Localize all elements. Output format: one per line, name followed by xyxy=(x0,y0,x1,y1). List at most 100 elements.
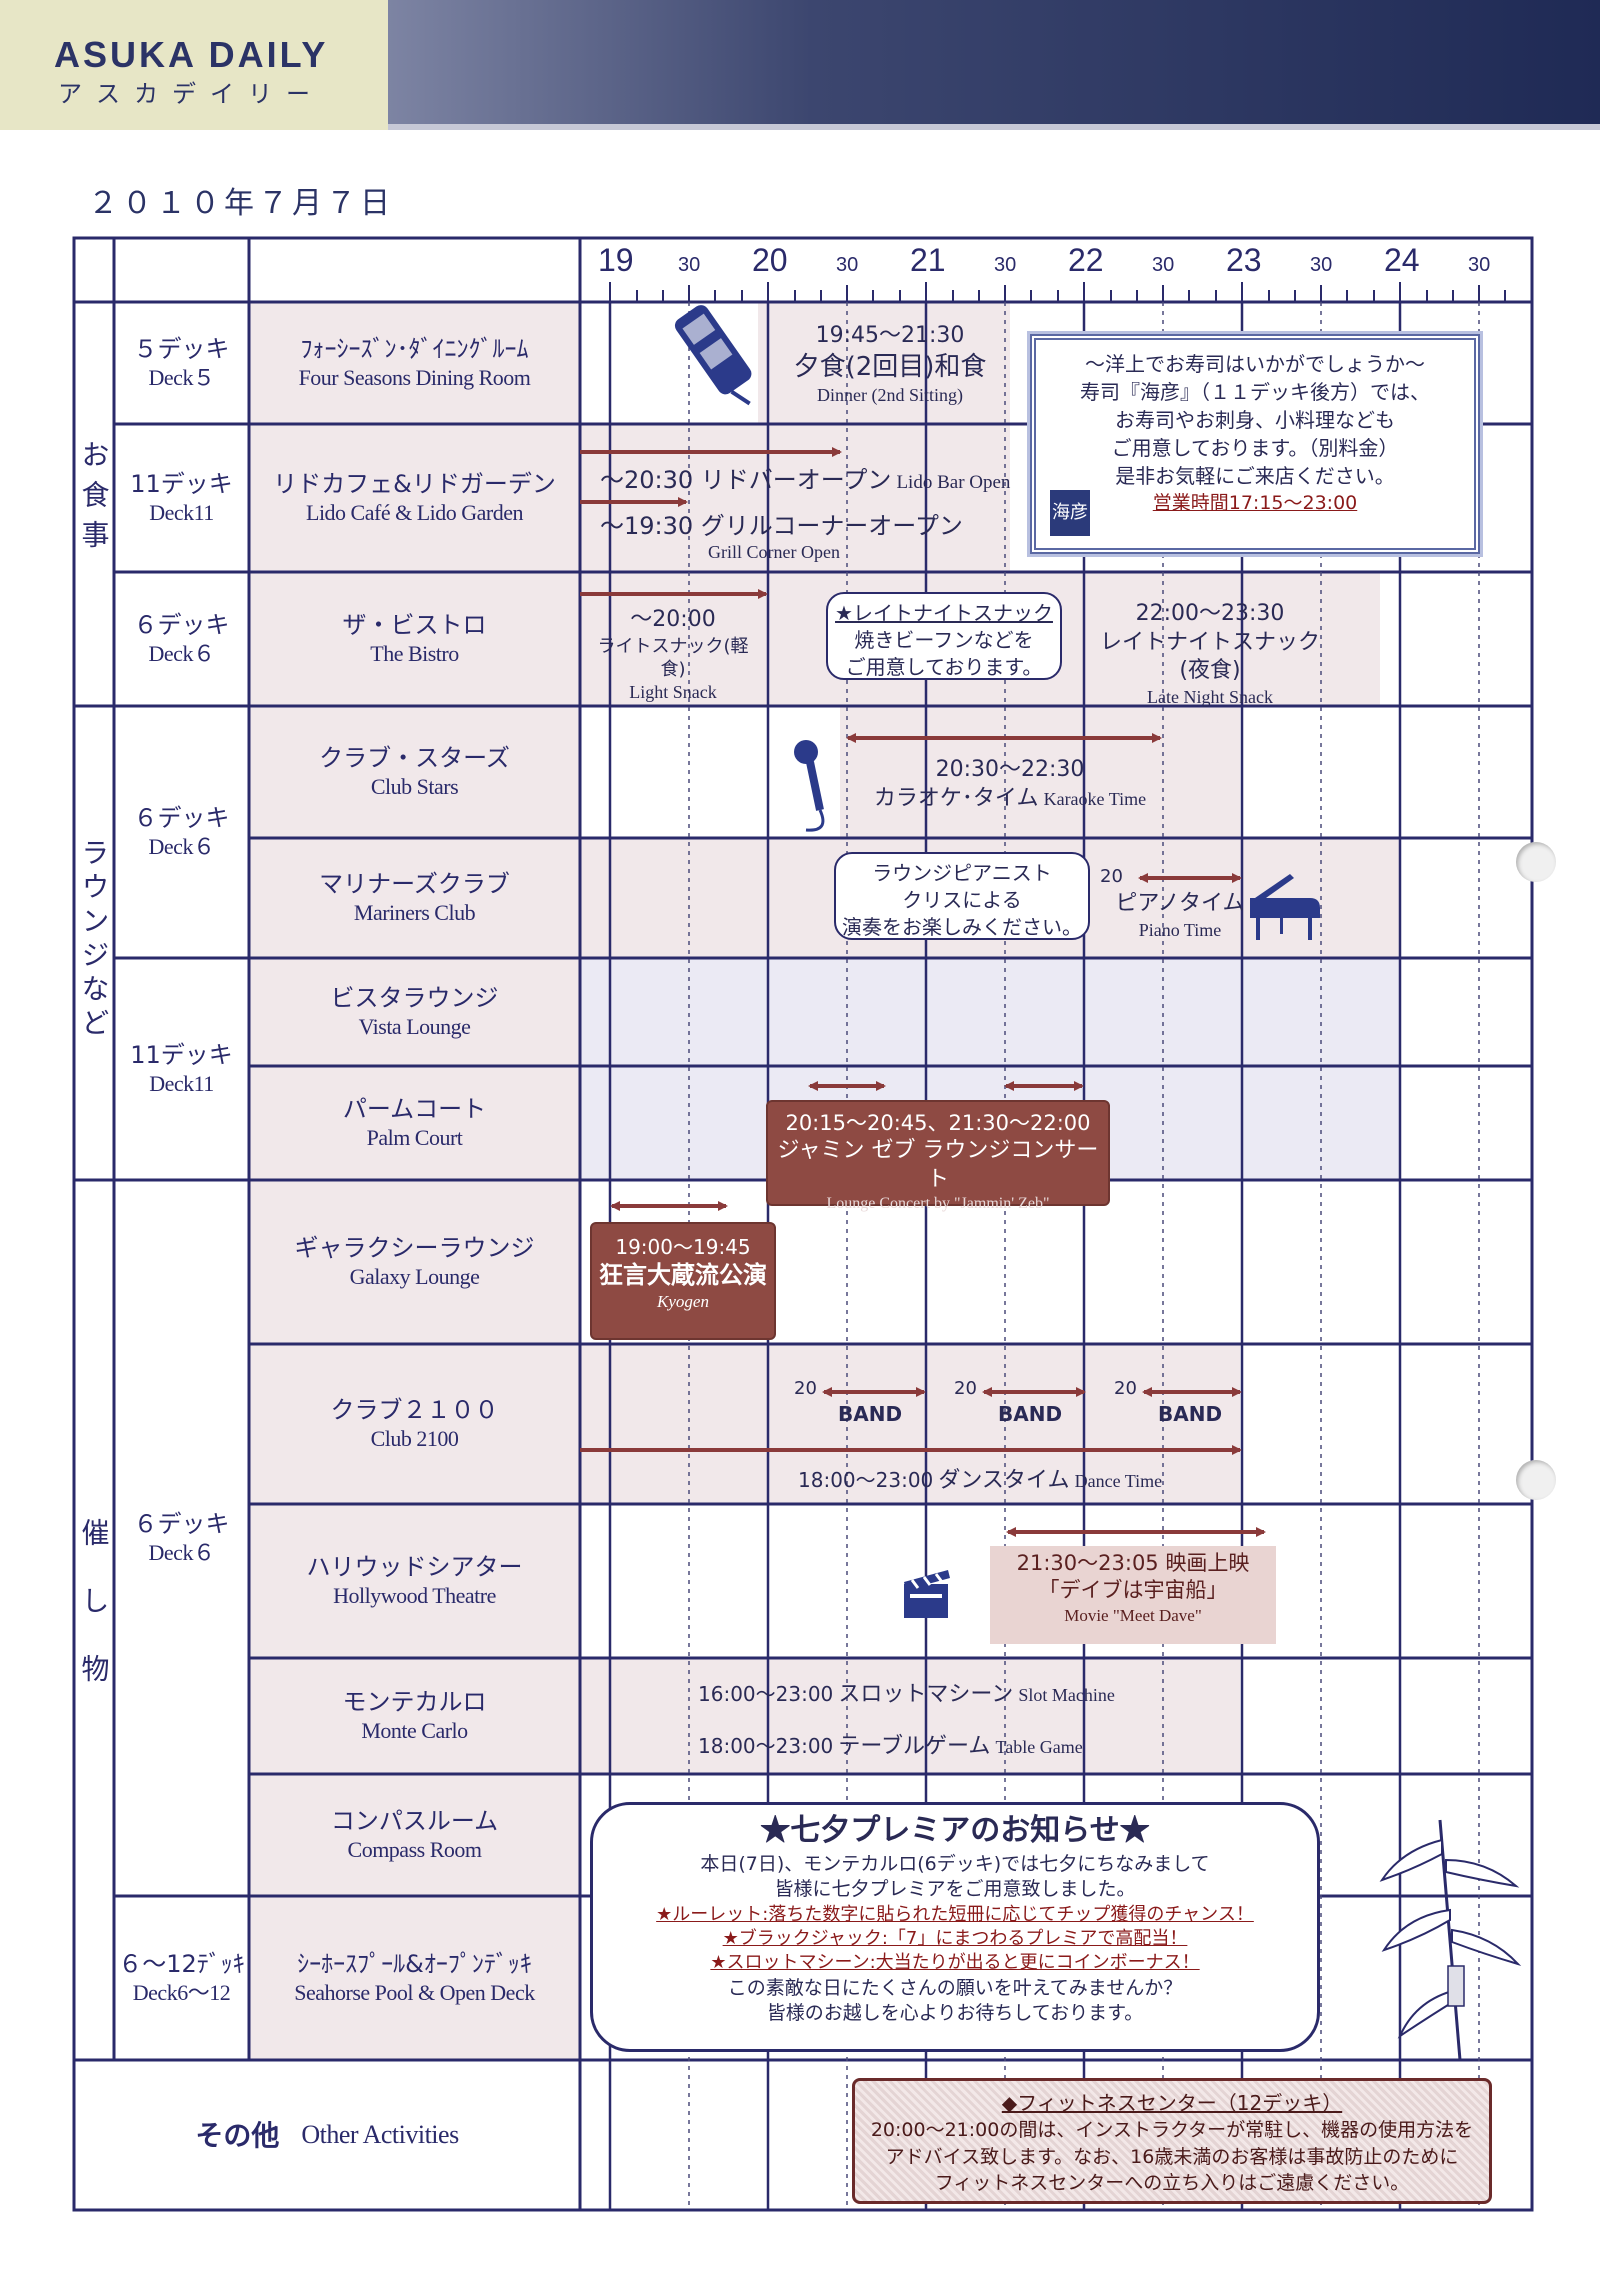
deck-label: 11デッキ Deck11 xyxy=(114,424,249,572)
half-19: 30 xyxy=(678,254,701,276)
brand-subtitle: アスカデイリー xyxy=(58,80,324,108)
category-events-text: 催し物 xyxy=(77,1518,111,1722)
grill-en: Grill Corner Open xyxy=(708,542,840,562)
tanabata-line: この素敵な日にたくさんの願いを叶えてみませんか？ xyxy=(727,1976,1183,1999)
lido-bar-title: 〜20:30 リドバーオープン xyxy=(600,466,892,494)
bamboo-icon xyxy=(1379,1819,1522,2061)
fitness-title: ◆フィットネスセンター（12デッキ） xyxy=(1001,2091,1343,2115)
late-bubble-line: ★レイトナイトスナック xyxy=(835,601,1053,625)
late-bubble-line: 焼きビーフンなどを xyxy=(854,628,1034,652)
sushi-line: 是非お気軽にご来店ください。 xyxy=(1115,464,1395,488)
tanabata-line: 皆様のお越しを心よりお待ちしております。 xyxy=(766,2002,1144,2025)
piano-en: Piano Time xyxy=(1138,919,1222,940)
deck-label: ６デッキ Deck６ xyxy=(114,572,249,706)
grand-piano-icon xyxy=(1250,874,1320,940)
half-24: 30 xyxy=(1468,254,1491,276)
snack-en: Light Snack xyxy=(629,682,717,703)
venue-en: Hollywood Theatre xyxy=(333,1583,496,1609)
venue-en: Club 2100 xyxy=(370,1426,459,1452)
header-stripe xyxy=(388,124,1600,130)
binder-hole xyxy=(1516,842,1556,882)
category-dining: お食事 xyxy=(74,410,114,590)
category-lounges-text: ラウンジなど xyxy=(77,838,111,1042)
karaoke-shade xyxy=(840,706,1240,838)
tanabata-title: ★七夕プレミアのお知らせ★ xyxy=(760,1813,1150,1848)
karaoke-time: 20:30〜22:30 xyxy=(935,757,1085,782)
snack-event: 〜20:00 ライトスナック(軽食) Light Snack xyxy=(588,606,758,705)
venue-jp: ｼｰﾎｰｽﾌﾟｰﾙ&ｵｰﾌﾟﾝﾃﾞｯｷ xyxy=(297,1950,532,1979)
sushi-hours: 営業時間17:15〜23:00 xyxy=(1152,492,1358,514)
pianist-line: 演奏をお楽しみください。 xyxy=(842,915,1082,939)
deck-label: 11デッキ Deck11 xyxy=(114,958,249,1180)
deck-en: Deck６ xyxy=(148,641,215,667)
venue-seahorse: ｼｰﾎｰｽﾌﾟｰﾙ&ｵｰﾌﾟﾝﾃﾞｯｷ Seahorse Pool & Open… xyxy=(249,1896,580,2060)
venue-jp: パームコート xyxy=(342,1095,487,1124)
deck-en: Deck11 xyxy=(149,1071,214,1097)
dance-time: 18:00〜23:00 xyxy=(798,1468,934,1492)
venue-en: The Bistro xyxy=(370,641,459,667)
venue-en: Vista Lounge xyxy=(358,1014,471,1040)
venue-jp: クラブ２１００ xyxy=(330,1396,499,1425)
tanabata-line: ★ルーレット:落ちた数字に貼られた短冊に応じてチップ獲得のチャンス！ xyxy=(656,1903,1254,1925)
binder-hole xyxy=(1516,1460,1556,1500)
movie-en: Movie "Meet Dave" xyxy=(1064,1605,1202,1625)
table-en: Table Game xyxy=(995,1737,1083,1757)
piano-title: ピアノタイム xyxy=(1115,891,1245,916)
venue-club-stars: クラブ・スターズ Club Stars xyxy=(249,706,580,838)
karaoke-event: 20:30〜22:30 カラオケ･タイム Karaoke Time xyxy=(850,756,1170,813)
hour-21: 21 xyxy=(910,242,946,278)
venue-en: Palm Court xyxy=(366,1125,463,1151)
other-activities-label: その他 Other Activities xyxy=(74,2060,580,2210)
venue-mariners: マリナーズクラブ Mariners Club xyxy=(249,838,580,958)
dance-event: 18:00〜23:00 ダンスタイム Dance Time xyxy=(798,1462,1162,1494)
snack-time: 〜20:00 xyxy=(630,607,716,632)
slot-title: スロットマシーン xyxy=(838,1682,1014,1707)
jammin-time: 20:15〜20:45、21:30〜22:00 xyxy=(785,1111,1091,1135)
vista-shade xyxy=(580,958,1400,1066)
venue-monte: モンテカルロ Monte Carlo xyxy=(249,1658,580,1774)
dinner-shade xyxy=(758,302,1010,424)
sushi-shop-sign: 海彦 xyxy=(1050,490,1090,536)
sushi-promo-box: 〜洋上でお寿司はいかがでしょうか〜 寿司『海彦』（１１デッキ後方）では、 お寿司… xyxy=(1027,331,1483,557)
snack-title: ライトスナック(軽食) xyxy=(597,635,749,680)
sushi-line: ご用意しております。（別料金） xyxy=(1111,436,1399,460)
other-en: Other Activities xyxy=(301,2119,459,2149)
venue-en: Galaxy Lounge xyxy=(349,1264,480,1290)
venue-en: Monte Carlo xyxy=(361,1718,468,1744)
band-label: BAND xyxy=(838,1402,903,1426)
band-start: 20 xyxy=(1114,1378,1137,1399)
deck-jp: 11デッキ xyxy=(130,470,233,499)
venue-jp: モンテカルロ xyxy=(342,1688,487,1717)
deck-en: Deck11 xyxy=(149,500,214,526)
half-20: 30 xyxy=(836,254,859,276)
dance-title: ダンスタイム xyxy=(938,1468,1070,1493)
venue-jp: クラブ・スターズ xyxy=(319,744,510,773)
lido-shade xyxy=(580,424,1010,572)
dinner-title: 夕食(2回目)和食 xyxy=(793,351,987,382)
dance-en: Dance Time xyxy=(1074,1471,1163,1491)
band-label: BAND xyxy=(1158,1402,1223,1426)
deck-jp: ６〜12ﾃﾞｯｷ xyxy=(118,1950,245,1979)
fitness-line: アドバイス致します。なお、16歳未満のお客様は事故防止のために xyxy=(885,2145,1459,2168)
deck-jp: ５デッキ xyxy=(133,335,230,364)
band-start: 20 xyxy=(954,1378,977,1399)
fitness-line: フィットネスセンターへの立ち入りはご遠慮ください。 xyxy=(934,2172,1410,2195)
tanabata-line: ★スロットマシーン:大当たりが出ると更にコインボーナス！ xyxy=(710,1952,1200,1974)
late-en: Late Night Snack xyxy=(1147,686,1273,707)
movie-time: 21:30〜23:05 xyxy=(1016,1551,1159,1575)
hour-24: 24 xyxy=(1384,242,1420,278)
venue-en: Mariners Club xyxy=(353,900,476,926)
deck-en: Deck6〜12 xyxy=(132,1980,231,2006)
karaoke-en: Karaoke Time xyxy=(1043,788,1147,809)
slot-time: 16:00〜23:00 xyxy=(698,1682,834,1706)
venue-galaxy: ギャラクシーラウンジ Galaxy Lounge xyxy=(249,1180,580,1344)
hour-19: 19 xyxy=(598,242,634,278)
piano-start: 20 xyxy=(1100,866,1123,887)
category-lounges: ラウンジなど xyxy=(74,820,114,1060)
venue-jp: ザ・ビストロ xyxy=(342,611,487,640)
late-night-bubble: ★レイトナイトスナック 焼きビーフンなどを ご用意しております。 xyxy=(826,592,1062,680)
venue-jp: ビスタラウンジ xyxy=(330,984,499,1013)
jammin-en: Lounge Concert by "Jammin' Zeb" xyxy=(826,1195,1050,1213)
hour-23: 23 xyxy=(1226,242,1262,278)
